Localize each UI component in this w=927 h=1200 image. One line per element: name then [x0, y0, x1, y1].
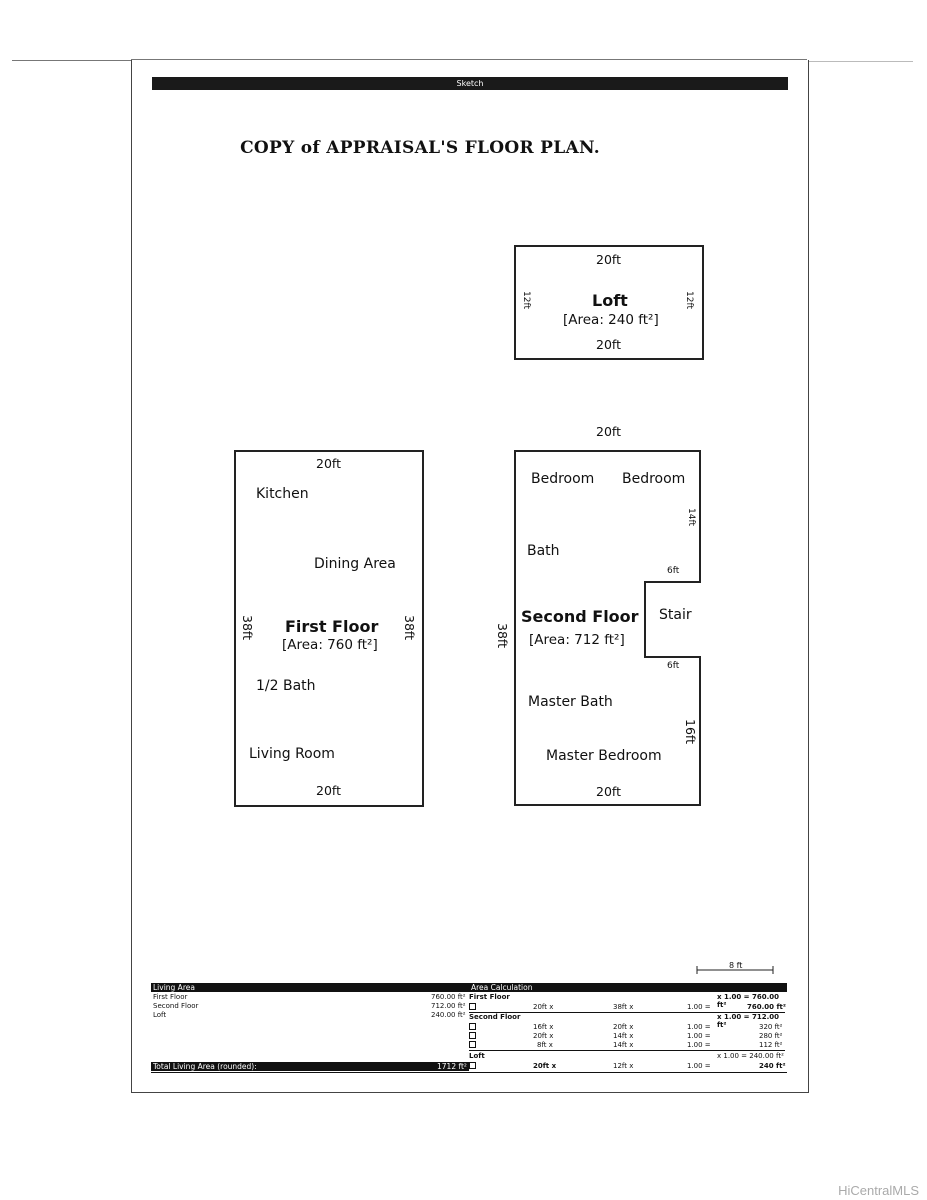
room-kitchen: Kitchen — [256, 486, 309, 502]
table-bottom-rule — [151, 1072, 787, 1073]
living-row-value: 240.00 ft² — [431, 1011, 466, 1019]
calc-first-title: First Floor — [469, 993, 510, 1001]
calc-cell: 14ft x — [613, 1041, 634, 1049]
calc-checkbox — [469, 1003, 476, 1010]
room-bedroom-2: Bedroom — [622, 471, 686, 487]
calc-cell: 14ft x — [613, 1032, 634, 1040]
calc-cell: 20ft x — [613, 1023, 634, 1031]
calc-checkbox — [469, 1062, 476, 1069]
room-living-room: Living Room — [249, 746, 335, 762]
top-rule-mid — [131, 59, 807, 60]
calc-cell: 20ft x — [533, 1003, 554, 1011]
calc-checkbox — [469, 1023, 476, 1030]
loft-name: Loft — [592, 291, 628, 310]
notch-bottom-dim: 6ft — [667, 661, 680, 671]
calc-cell: 112 ft² — [759, 1041, 783, 1049]
first-floor-top-dim: 20ft — [316, 456, 341, 471]
area-calc-header: Area Calculation — [469, 983, 787, 992]
scale-label: 8 ft — [729, 961, 743, 970]
calc-cell: 1.00 = — [687, 1062, 711, 1070]
calc-first-summary: x 1.00 = 760.00 ft² — [717, 993, 779, 1009]
room-bath: Bath — [527, 543, 560, 559]
room-dining-area: Dining Area — [314, 556, 396, 572]
first-floor-name: First Floor — [285, 617, 379, 636]
room-master-bedroom: Master Bedroom — [546, 748, 662, 764]
document-page — [131, 60, 809, 1093]
living-row-name: First Floor — [153, 993, 188, 1001]
calc-checkbox — [469, 1032, 476, 1039]
calc-cell: 240 ft² — [759, 1062, 786, 1070]
calc-cell: 280 ft² — [759, 1032, 783, 1040]
watermark: HiCentralMLS — [838, 1183, 919, 1198]
living-row-value: 712.00 ft² — [431, 1002, 466, 1010]
second-floor-bottom-dim: 20ft — [596, 784, 621, 799]
calc-cell: 1.00 = — [687, 1032, 711, 1040]
top-rule-left — [12, 60, 132, 61]
loft-plan — [514, 245, 704, 360]
calc-cell: 12ft x — [613, 1062, 634, 1070]
calc-cell: 1.00 = — [687, 1041, 711, 1049]
area-table: Living Area Area Calculation First Floor… — [151, 983, 787, 1073]
room-stair: Stair — [659, 607, 692, 623]
living-area-header: Living Area — [151, 983, 469, 992]
total-value: 1712 ft² — [437, 1062, 467, 1071]
second-floor-top-dim: 20ft — [596, 424, 621, 439]
room-bedroom-1: Bedroom — [531, 471, 595, 487]
calc-cell: 320 ft² — [759, 1023, 783, 1031]
calc-cell: 8ft x — [537, 1041, 553, 1049]
living-row-name: Second Floor — [153, 1002, 199, 1010]
calc-second-title: Second Floor — [469, 1013, 521, 1021]
first-floor-area: [Area: 760 ft²] — [282, 637, 378, 653]
second-floor-area: [Area: 712 ft²] — [529, 632, 625, 648]
sketch-header-bar: Sketch — [152, 77, 788, 90]
calc-cell: 760.00 ft² — [747, 1003, 786, 1011]
living-row-value: 760.00 ft² — [431, 993, 466, 1001]
calc-cell: 1.00 = — [687, 1003, 711, 1011]
calc-loft-title: Loft — [469, 1052, 485, 1060]
loft-top-dim: 20ft — [596, 252, 621, 267]
second-floor-right-lower-dim: 16ft — [683, 719, 698, 744]
room-half-bath: 1/2 Bath — [256, 678, 316, 694]
loft-area: [Area: 240 ft²] — [563, 312, 659, 328]
calc-divider — [469, 1012, 785, 1013]
calc-cell: 16ft x — [533, 1023, 554, 1031]
top-rule-right — [808, 61, 913, 62]
calc-cell: 20ft x — [533, 1032, 554, 1040]
calc-cell: 20ft x — [533, 1062, 557, 1070]
second-floor-left-dim: 38ft — [495, 623, 510, 648]
living-row-name: Loft — [153, 1011, 167, 1019]
room-master-bath: Master Bath — [528, 694, 613, 710]
calc-second-summary: x 1.00 = 712.00 ft² — [717, 1013, 779, 1029]
calc-loft-summary: x 1.00 = 240.00 ft² — [717, 1052, 784, 1060]
first-floor-plan — [234, 450, 424, 807]
calc-checkbox — [469, 1041, 476, 1048]
calc-cell: 1.00 = — [687, 1023, 711, 1031]
notch-top-dim: 6ft — [667, 566, 680, 576]
total-label: Total Living Area (rounded): — [151, 1062, 469, 1071]
loft-bottom-dim: 20ft — [596, 337, 621, 352]
calc-divider — [469, 1050, 785, 1051]
second-floor-name: Second Floor — [521, 607, 639, 626]
calc-cell: 38ft x — [613, 1003, 634, 1011]
second-floor-right-upper-dim: 14ft — [686, 508, 696, 526]
page-title: COPY of APPRAISAL'S FLOOR PLAN. — [240, 138, 600, 158]
first-floor-bottom-dim: 20ft — [316, 783, 341, 798]
